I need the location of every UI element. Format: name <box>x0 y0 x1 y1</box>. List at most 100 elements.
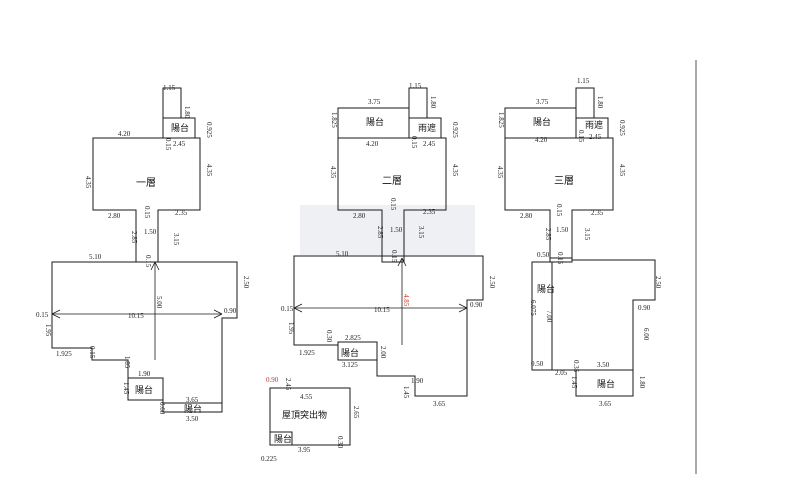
dimension-label: 1.50 <box>144 228 157 236</box>
dimension-label: 3.50 <box>597 361 610 369</box>
dimension-label: 4.20 <box>535 136 548 144</box>
plan-1-balcony-label: 陽台 <box>184 403 202 415</box>
dimension-label: 2.45 <box>284 378 292 391</box>
dimension-label: 5.10 <box>89 253 102 261</box>
plan-3-balcony-label: 陽台 <box>537 283 555 295</box>
dimension-label: 7.00 <box>545 310 553 323</box>
plan-1-balcony-bottom <box>162 402 223 413</box>
dimension-label: 2.35 <box>423 208 436 216</box>
dimension-label: 3.50 <box>186 415 199 423</box>
dimension-label: 6.00 <box>642 328 650 341</box>
dimension-label: 2.35 <box>175 209 188 217</box>
plan-3-balcony-left <box>531 261 553 371</box>
dimension-label: 3.75 <box>368 98 381 106</box>
plan-2-canopy-label: 雨遮 <box>418 122 436 134</box>
plan-3-outline <box>504 87 614 263</box>
plan-1-balcony-top <box>162 117 196 139</box>
dimension-label: 2.50 <box>488 276 496 289</box>
dimension-label: 1.80 <box>638 376 646 389</box>
dimension-label: 3.125 <box>342 361 358 369</box>
dimension-label: 6.075 <box>529 300 537 316</box>
dimension-label: 1.15 <box>163 84 176 92</box>
dimension-label: 0.50 <box>537 251 550 259</box>
dimension-label: 2.85 <box>544 228 552 241</box>
dimension-label: 0.15 <box>390 250 398 263</box>
floor-plan-3: 陽台 雨遮 三層 陽台 陽台 3.75 1.15 1.80 1.825 0.92… <box>496 77 662 408</box>
dimension-label: 4.35 <box>451 164 459 177</box>
dimension-label: 10.15 <box>374 306 390 314</box>
dimension-label: 5.00 <box>155 296 163 309</box>
dimension-label: 0.35 <box>572 360 580 373</box>
dimension-label: 0.30 <box>336 436 344 449</box>
plan-2-balcony-label: 陽台 <box>274 433 292 445</box>
dimension-label: 0.925 <box>618 120 626 136</box>
dimension-label: 3.65 <box>433 400 446 408</box>
plan-3-room-label: 三層 <box>554 175 574 187</box>
dimension-label: 2.45 <box>423 140 436 148</box>
dimension-label: 3.15 <box>583 228 591 241</box>
dimension-label: 0.90 <box>266 376 279 384</box>
dimension-label: 0.30 <box>325 330 333 343</box>
plan-3-balcony-label: 陽台 <box>533 116 551 128</box>
dimension-label: 0.225 <box>261 455 277 463</box>
dimension-label: 1.45 <box>570 376 578 389</box>
dimension-label: 1.45 <box>402 386 410 399</box>
dimension-label: 4.20 <box>118 130 131 138</box>
dimension-label: 1.95 <box>44 324 52 337</box>
plan-2-dimensions: 3.75 1.15 1.80 1.825 0.925 4.20 2.45 0.1… <box>261 82 496 463</box>
dimension-label: 2.35 <box>591 209 604 217</box>
dimension-label: 0.925 <box>205 122 213 138</box>
dimension-label: 1.80 <box>183 106 191 119</box>
dimension-label: 1.90 <box>411 377 424 385</box>
plan-3-canopy <box>575 117 609 139</box>
plan-3-lower-outline <box>531 257 656 397</box>
dimension-label: 4.85 <box>402 294 410 307</box>
dimension-label: 5.10 <box>336 250 349 258</box>
dimension-label: 0.15 <box>410 136 418 149</box>
dimension-label: 1.50 <box>556 226 569 234</box>
dimension-label: 2.45 <box>589 133 602 141</box>
dimension-label: 2.85 <box>130 231 138 244</box>
plan-3-canopy-label: 雨遮 <box>585 119 603 131</box>
dimension-label: 1.80 <box>429 96 437 109</box>
dimension-label: 0.15 <box>164 138 172 151</box>
dimension-label: 1.95 <box>287 322 295 335</box>
dimension-label: 2.85 <box>376 226 384 239</box>
dimension-label: 0.15 <box>389 198 397 211</box>
dimension-label: 2.00 <box>379 346 387 359</box>
dimension-label: 3.75 <box>536 98 549 106</box>
dimension-label: 1.925 <box>299 349 315 357</box>
plan-2-balcony-mid <box>337 341 378 361</box>
plan-2-roof-structure <box>269 387 351 446</box>
dimension-label: 1.15 <box>409 82 422 90</box>
plan-2-balcony-label: 陽台 <box>366 116 384 128</box>
dimension-label: 0.925 <box>451 122 459 138</box>
dimension-label: 1.825 <box>497 112 505 128</box>
dimension-label: 0.15 <box>88 346 96 359</box>
plan-3-balcony-bottom <box>575 369 634 397</box>
dimension-label: 0.15 <box>36 311 49 319</box>
dimension-label: 2.05 <box>555 369 568 377</box>
dimension-label: 4.35 <box>205 164 213 177</box>
plan-2-canopy <box>408 117 442 139</box>
dimension-label: 3.65 <box>186 396 199 404</box>
dimension-label: 4.20 <box>366 140 379 148</box>
dimension-label: 1.85 <box>123 356 131 369</box>
plan-2-lower-outline <box>293 255 484 397</box>
dimension-label: 1.825 <box>330 112 338 128</box>
dimension-label: 4.35 <box>329 166 337 179</box>
dimension-label: 10.15 <box>128 312 144 320</box>
dimension-label: 2.45 <box>173 140 186 148</box>
dimension-label: 1.45 <box>122 382 130 395</box>
plan-3-balcony-label: 陽台 <box>597 378 615 390</box>
plan-1-room-label: 一層 <box>136 177 156 189</box>
plan-2-room-label: 二層 <box>382 175 402 187</box>
dimension-label: 0.90 <box>224 307 237 315</box>
floor-plan-2: 陽台 雨遮 二層 陽台 屋頂突出物 陽台 3.75 1.15 1.80 1.82… <box>261 82 496 463</box>
dimension-label: 3.15 <box>417 226 425 239</box>
dimension-label: 1.50 <box>390 226 403 234</box>
dimension-label: 0.15 <box>281 305 294 313</box>
dimension-label: 1.80 <box>596 96 604 109</box>
dimension-label: 4.35 <box>496 166 504 179</box>
